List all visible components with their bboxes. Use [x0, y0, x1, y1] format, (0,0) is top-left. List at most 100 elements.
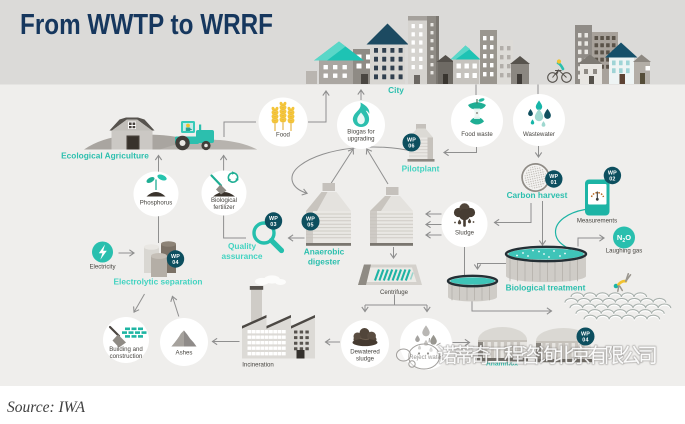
- anammox-label: Anammox: [486, 361, 518, 368]
- wp-badge-line1: WP: [581, 331, 590, 337]
- sprout-icon: [146, 174, 167, 197]
- arrow-digester-to-biogas-right: [365, 148, 389, 185]
- wp-badge-line2: 04: [582, 338, 588, 344]
- electricity-node: Electricity: [89, 241, 116, 271]
- watermark: [396, 337, 657, 370]
- wp-badge: WP 03: [264, 212, 283, 230]
- biological-treatment-label: Biological treatment: [506, 283, 586, 293]
- building-construction-circle: [103, 317, 149, 363]
- sludge-label: Sludge: [455, 230, 475, 237]
- arrow-treatment-to-sea: [471, 301, 553, 315]
- wp-badge: WP 02: [603, 166, 622, 185]
- pilotplant-tank: [407, 124, 435, 162]
- dewatered-label-line2: sludge: [356, 356, 375, 363]
- arrow-food-waste-to-pilotplant: [443, 146, 477, 157]
- right-city-cluster: [575, 25, 651, 84]
- building-label-line1: Building and: [109, 346, 143, 353]
- wastewater-node: Wastewater: [513, 94, 565, 146]
- arrow-ashes-to-separation: [170, 295, 180, 317]
- anaerobic-digester-label-line2: digester: [308, 257, 341, 267]
- building-small-dark-house: [436, 55, 455, 84]
- wp-badge-line1: WP: [171, 254, 180, 260]
- building-navy-roof: [366, 23, 409, 84]
- arrow-food-to-city: [308, 90, 330, 123]
- anaerobic-digester-label-line1: Anaerobic: [304, 247, 345, 257]
- section-labels: City Ecological Agriculture Pilotplant C…: [61, 85, 617, 369]
- sludge-node: Sludge: [441, 201, 488, 247]
- incineration-plant: [242, 275, 315, 359]
- magnifier-icon: [252, 221, 285, 254]
- tractor-icon: [175, 121, 214, 151]
- laughing-gas-node: N2O Laughing gas: [606, 226, 643, 255]
- biogas-node: Biogas for upgrading: [337, 101, 385, 149]
- food-node: Food: [258, 97, 308, 147]
- laughing-gas-label: Laughing gas: [606, 248, 643, 255]
- n2o-formula: N2O: [617, 233, 631, 244]
- wp-badge-line2: 03: [270, 222, 276, 228]
- arrow-treatment-to-laughing-gas: [577, 234, 605, 247]
- ashes-node: Ashes: [160, 318, 208, 366]
- page-title: From WWTP to WRRF: [20, 9, 273, 41]
- n2o-n: N: [617, 233, 622, 242]
- fertilizer-label-line2: fertilizer: [213, 204, 234, 211]
- wp-badge-line2: 01: [551, 180, 557, 186]
- food-waste-label: Food waste: [461, 131, 493, 138]
- food-waste-node: Food waste: [451, 95, 503, 147]
- biological-fertilizer-node: Biological fertilizer: [201, 170, 247, 216]
- wp-badge-line1: WP: [549, 174, 558, 180]
- n2o-sub2: 2: [622, 238, 625, 244]
- incineration-label: Incineration: [242, 362, 274, 369]
- building-tower-dark: [427, 16, 439, 84]
- wp-badge: WP 04: [576, 327, 595, 346]
- barn-icon: [109, 117, 155, 150]
- measurements-label: Measurements: [577, 218, 617, 225]
- reject-water-label: Reject water: [409, 354, 443, 361]
- quality-assurance-label-line2: assurance: [221, 251, 262, 261]
- carbon-harvest-label: Carbon harvest: [507, 190, 568, 200]
- shovel-recycle-icon: [210, 171, 239, 197]
- ashes-label: Ashes: [176, 350, 193, 357]
- wp-badge-line1: WP: [306, 216, 315, 222]
- electrolytic-separation-label: Electrolytic separation: [114, 277, 203, 287]
- sea-outfall: [564, 273, 672, 321]
- electricity-label: Electricity: [89, 264, 116, 271]
- building-mid-towers: [480, 30, 530, 84]
- ecological-agriculture-label: Ecological Agriculture: [61, 151, 149, 161]
- wet-sludge-icon: [352, 328, 378, 347]
- apple-core-icon: [468, 98, 486, 125]
- sensor-phone-icon: [585, 179, 610, 216]
- wp-badge: WP 06: [402, 133, 421, 152]
- building-teal-roof-right: [450, 45, 481, 84]
- trowel-bricks-icon: [108, 325, 147, 348]
- wp-badge: WP 04: [166, 250, 185, 268]
- wp-badge: WP 05: [301, 212, 320, 231]
- arrow-big-tank-to-small-tank: [473, 263, 506, 270]
- fertilizer-label-line1: Biological: [211, 197, 237, 204]
- biological-treatment-tanks: [446, 245, 588, 302]
- lightning-icon: [98, 244, 107, 260]
- source-note: Source: IWA: [7, 399, 85, 416]
- food-label: Food: [276, 132, 290, 139]
- cyclist-icon: [547, 59, 572, 83]
- wp-badge-line1: WP: [407, 137, 416, 143]
- wp-badge-line1: WP: [269, 216, 278, 222]
- sea-waves: [564, 292, 672, 321]
- wp-badge-line2: 04: [172, 260, 178, 266]
- quality-assurance-label-line1: Quality: [228, 241, 257, 251]
- wp-badge-line2: 02: [609, 177, 615, 183]
- centrifuge-icon: [358, 264, 422, 285]
- wp-badge: WP 01: [545, 170, 563, 188]
- footer-band: [0, 386, 685, 424]
- anammox-tanks: [477, 327, 592, 363]
- watermark-logo-icon: [396, 337, 441, 370]
- wp-badge-line2: 05: [307, 223, 313, 229]
- ash-pile-icon: [171, 330, 197, 347]
- city-skyline: [306, 16, 651, 84]
- city-label: City: [388, 85, 404, 95]
- farm-scene: [84, 117, 257, 151]
- water-drops-icon: [528, 100, 551, 127]
- wp-badge-line1: WP: [608, 170, 617, 176]
- dewatered-sludge-node: Dewatered sludge: [341, 320, 389, 368]
- centrifuge-label: Centrifuge: [380, 289, 409, 296]
- flame-icon: [352, 102, 370, 127]
